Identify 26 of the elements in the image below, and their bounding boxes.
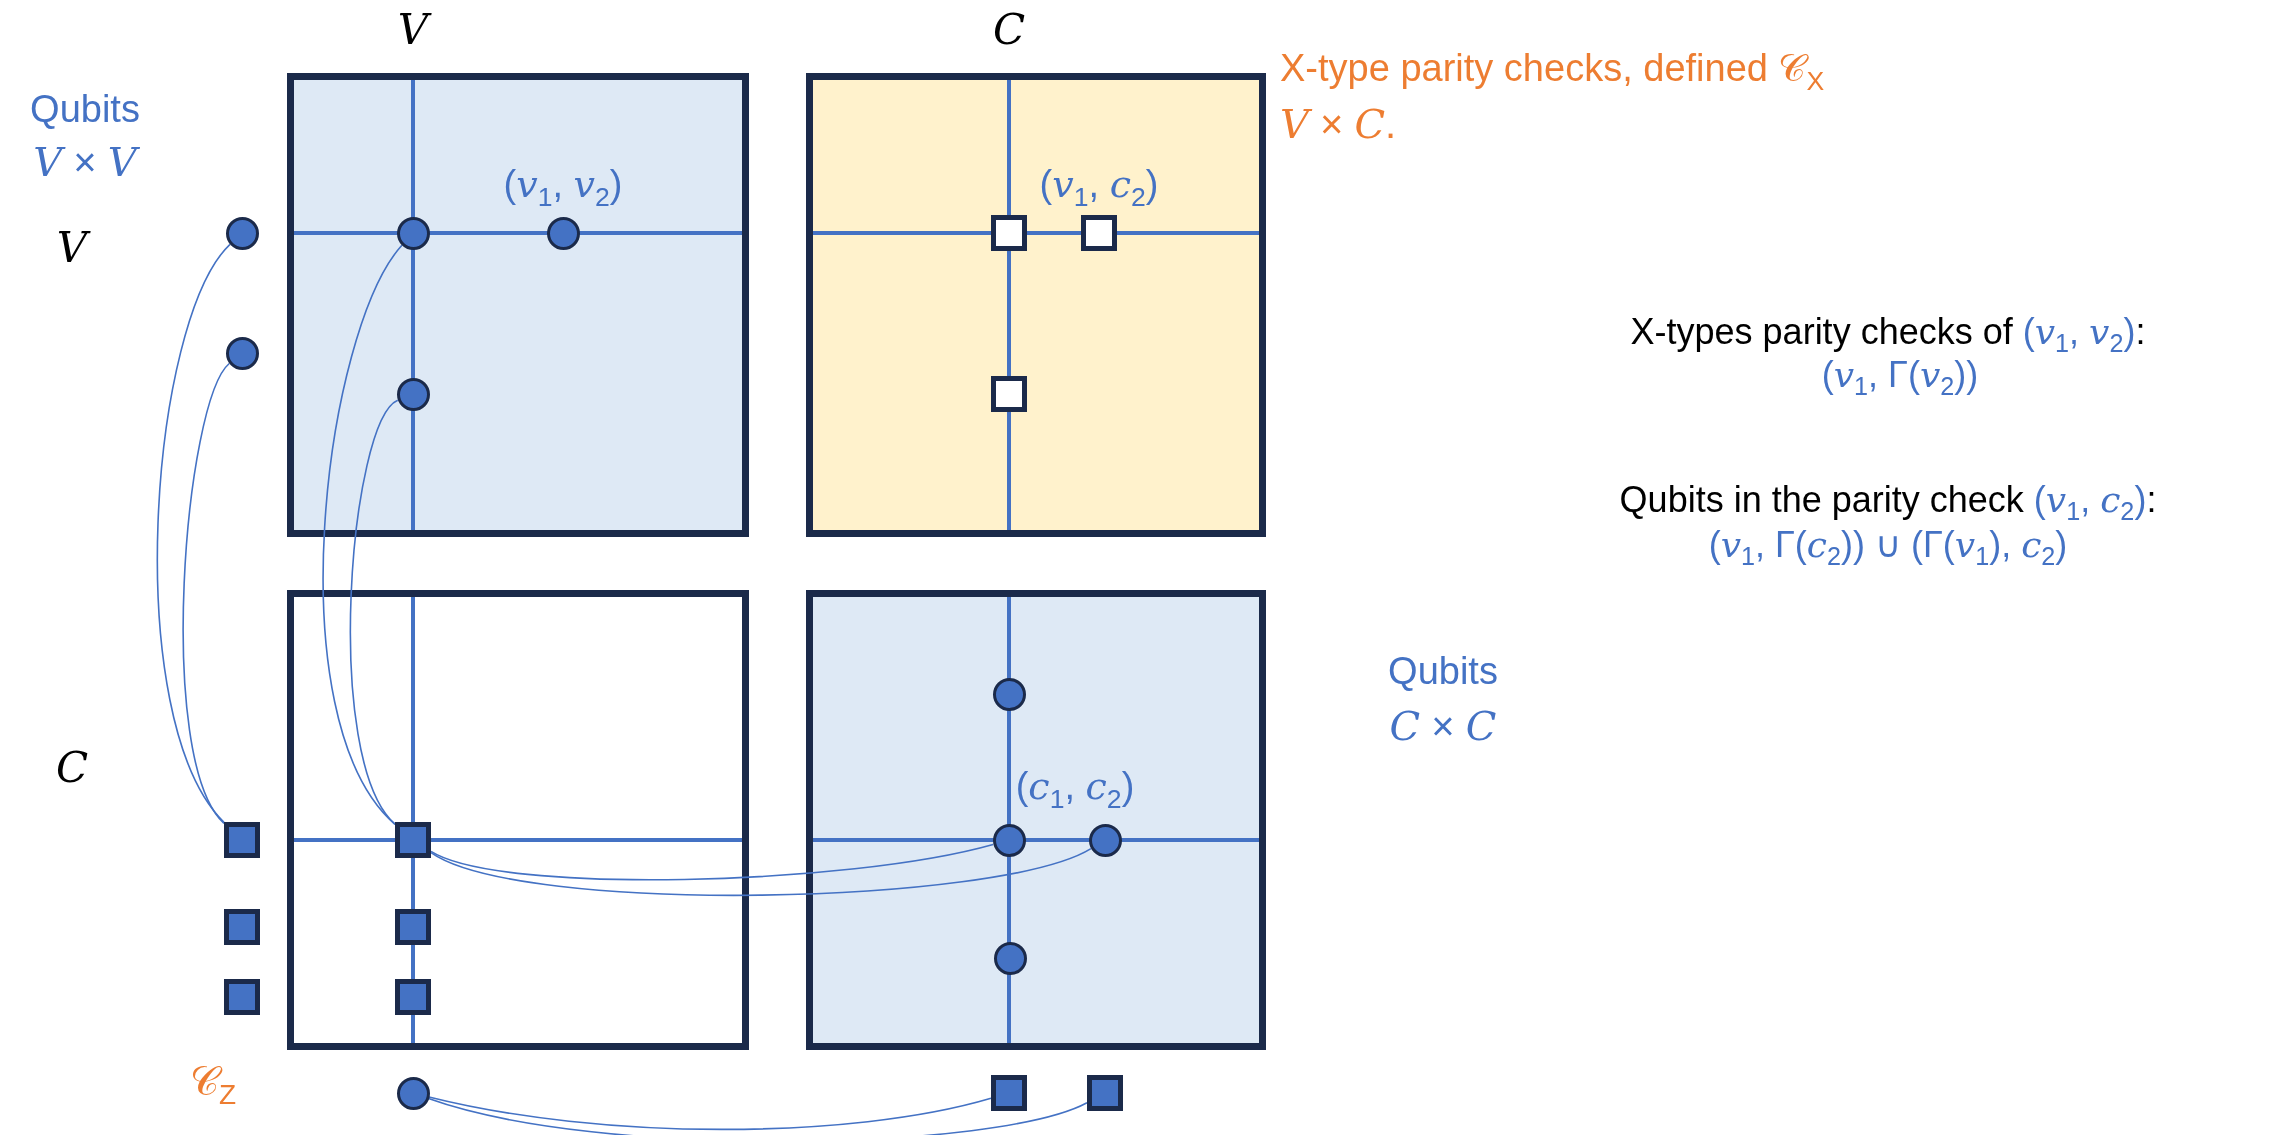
connector-curve xyxy=(182,362,231,825)
coordinate-label: (v$_{1}$, c$_{2}$) xyxy=(1039,164,1159,212)
set-product-label: C × C xyxy=(1389,704,1497,748)
note-text: Qubits in the parity check (v$_{1}$, c$_{2}$): xyxy=(1619,480,2157,526)
qubits-label: Qubits xyxy=(1388,651,1498,693)
connector-curve xyxy=(349,399,399,825)
set-product-label: V × C. xyxy=(1280,102,1397,146)
axis-label: C xyxy=(992,6,1026,54)
formula-text: (v$_{1}$, Γ(c$_{2}$)) ∪ (Γ(v$_{1}$), c$_{2}$) xyxy=(1708,525,2068,571)
check-type-label: X-type parity checks, defined 𝒞$_{X}$ xyxy=(1280,48,1825,96)
axis-label: C xyxy=(55,744,89,792)
coordinate-label: (c$_{1}$, c$_{2}$) xyxy=(1015,766,1135,814)
matrix-block xyxy=(806,590,1266,1050)
connector-curve xyxy=(156,243,231,824)
qubits-label: Qubits xyxy=(30,89,140,131)
code-label: 𝒞$_{Z}$ xyxy=(189,1059,237,1111)
connector-curve xyxy=(427,1097,1088,1135)
matrix-block xyxy=(806,73,1266,537)
matrix-block xyxy=(287,73,749,537)
connector-curve xyxy=(430,843,994,881)
connector-curve xyxy=(428,1096,992,1131)
note-text: X-types parity checks of (v$_{1}$, v$_{2}$): xyxy=(1630,312,2146,358)
coordinate-label: (v$_{1}$, v$_{2}$) xyxy=(503,164,623,212)
matrix-block xyxy=(287,590,749,1050)
connector-curve xyxy=(430,847,1092,896)
formula-text: (v$_{1}$, Γ(v$_{2}$)) xyxy=(1821,355,1979,401)
